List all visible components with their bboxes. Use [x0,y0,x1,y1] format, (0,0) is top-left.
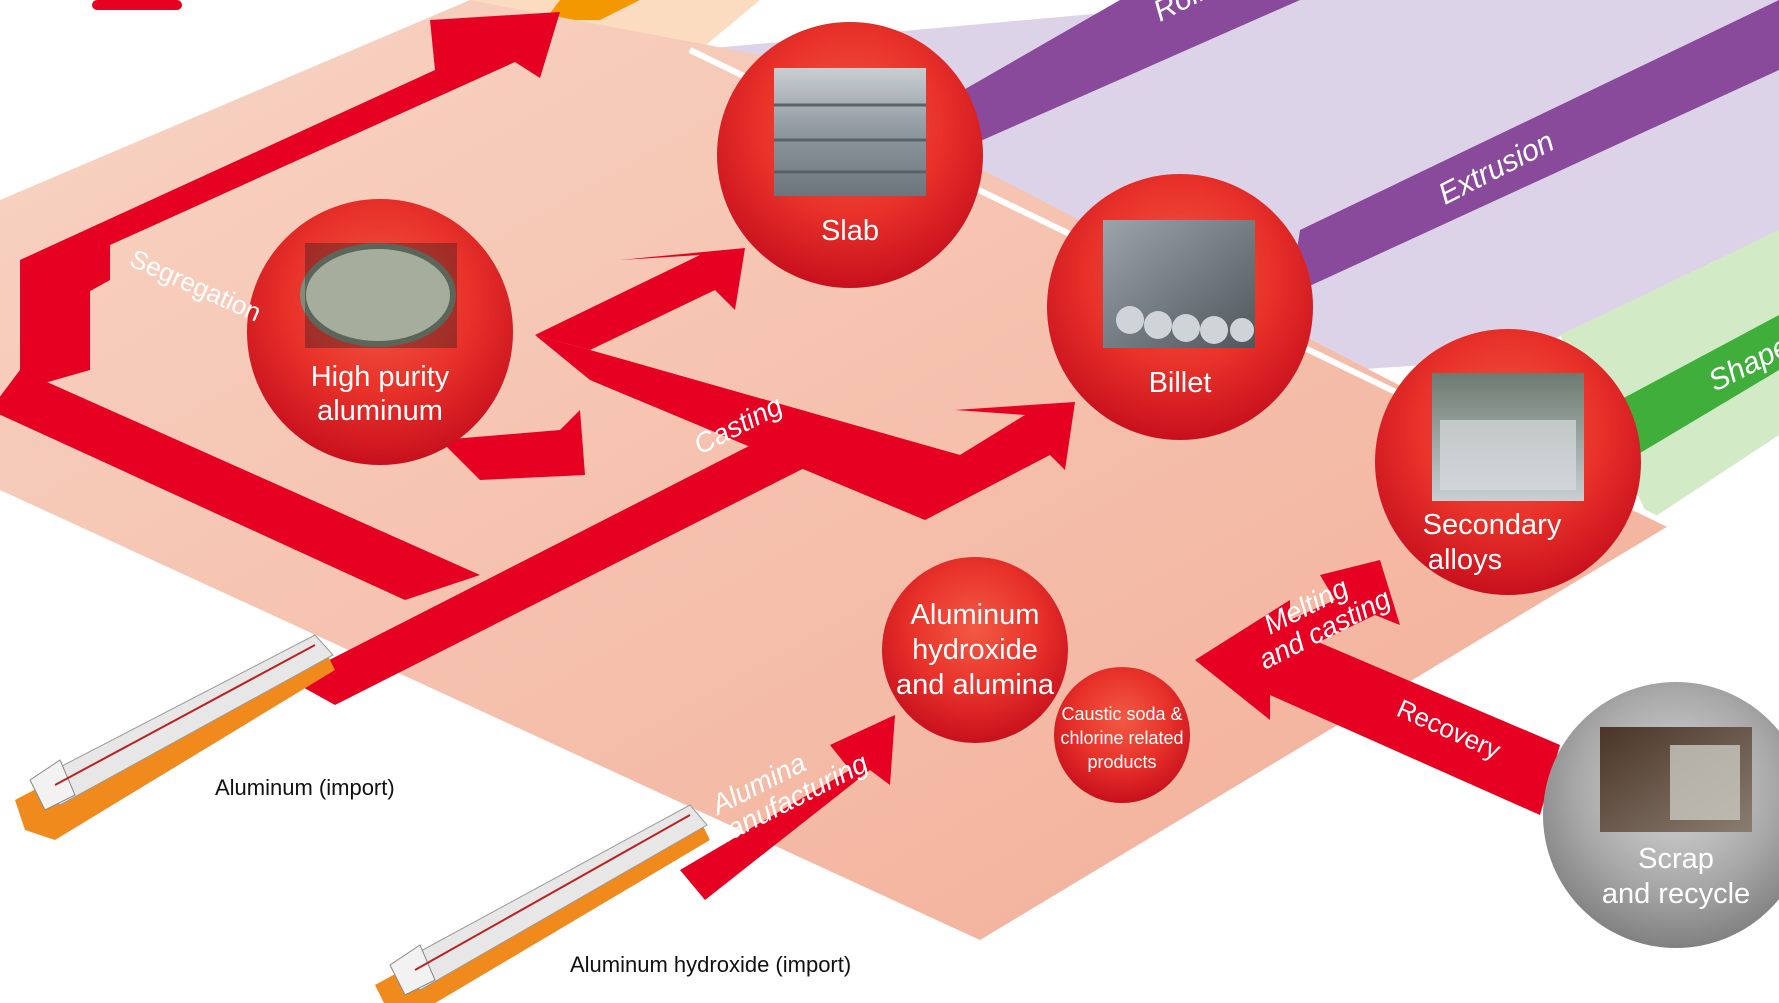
lane-purple-rolling [960,0,1300,150]
secondary-label-1: Secondary [1423,509,1562,541]
node-scrap: Scrap and recycle [1543,682,1779,948]
ship-aluminum [15,634,335,840]
ship-rail [54,644,316,786]
high-purity-label-2: aluminum [317,395,443,427]
node-billet: Billet [1047,174,1313,440]
arrow-to-casting [440,410,585,480]
hydroxide-label-3: and alumina [896,669,1055,701]
arrow-trunk-diag [290,420,850,705]
aluminum-import-label: Aluminum (import) [215,775,395,800]
corner-badge [92,0,182,10]
arrow-recovery [1195,600,1560,815]
secondary-label-2: alloys [1428,544,1502,576]
arrow-casting-main [535,335,1075,520]
lane-purple-extrusion [1290,0,1779,295]
caustic-label-2: chlorine related [1060,728,1183,748]
caustic-label-3: products [1087,752,1156,772]
ship-rail [414,814,691,971]
arrow-network [0,12,1560,900]
high-purity-label-1: High purity [311,361,450,393]
lane-green-shape [1620,315,1779,465]
node-high-purity: High purity aluminum [247,199,513,465]
billet-label: Billet [1149,367,1212,399]
arrow-left-bar [20,260,90,390]
node-caustic: Caustic soda & chlorine related products [1054,667,1190,803]
hydroxide-label-2: hydroxide [912,634,1038,666]
ship-bridge [389,944,436,996]
hydroxide-label-1: Aluminum [911,599,1040,631]
arrow-alumina [680,715,895,900]
node-secondary-alloys: Secondary alloys [1375,329,1641,595]
caustic-label-1: Caustic soda & [1061,704,1182,724]
arrow-segregation [20,12,560,330]
scrap-label-1: Scrap [1638,843,1714,875]
slab-photo [774,68,926,196]
scrap-label-2: and recycle [1602,878,1750,910]
ship-bridge [29,759,76,811]
slab-label: Slab [821,215,879,247]
node-hydroxide: Aluminum hydroxide and alumina [882,557,1068,743]
arrow-trunk [0,370,480,600]
hydroxide-import-label: Aluminum hydroxide (import) [570,952,851,977]
arrow-casting-up [535,248,745,350]
lane-orange [470,0,760,50]
lane-orange-strip [545,0,640,20]
ship-hydroxide [375,804,710,1003]
node-slab: Slab [717,22,983,288]
